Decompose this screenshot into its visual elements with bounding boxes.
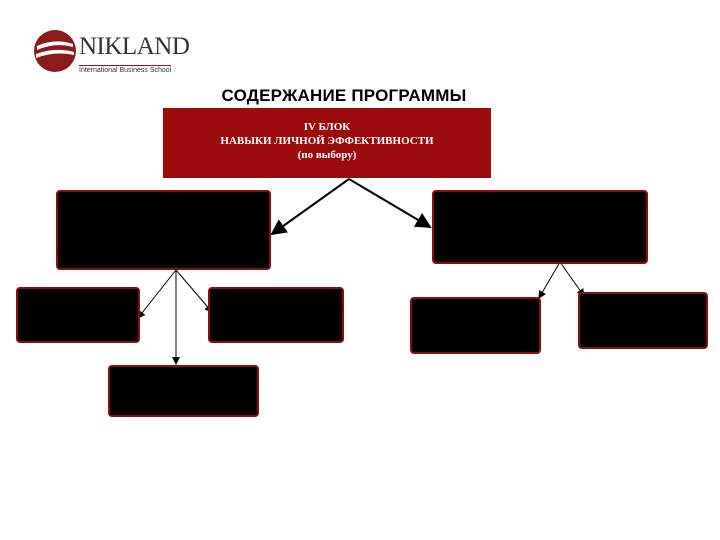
logo-underline — [79, 65, 171, 66]
right-child-2-node — [578, 292, 708, 349]
left-main-node — [56, 190, 271, 270]
left-child-3-node — [108, 365, 259, 417]
root-line-3: (по выбору) — [297, 149, 357, 161]
root-line-2: НАВЫКИ ЛИЧНОЙ ЭФФЕКТИВНОСТИ — [220, 135, 434, 147]
right-child-1-node — [410, 297, 541, 354]
arrow-root-left — [270, 178, 350, 236]
arrow-left-child-1 — [137, 269, 177, 319]
arrow-right-child-2 — [559, 261, 585, 297]
arrow-root-right — [348, 178, 432, 229]
root-line-1: IV БЛОК — [303, 121, 351, 133]
right-main-node — [432, 190, 648, 264]
arrow-right-child-1 — [538, 261, 561, 299]
arrow-left-child-2 — [175, 269, 213, 313]
left-child-1-node — [16, 287, 140, 343]
logo-subtitle: International Business School — [79, 67, 172, 74]
page-title: СОДЕРЖАНИЕ ПРОГРАММЫ — [221, 86, 467, 105]
logo-name: NIKLAND — [79, 33, 190, 60]
root-node: IV БЛОК НАВЫКИ ЛИЧНОЙ ЭФФЕКТИВНОСТИ (по … — [163, 108, 491, 178]
logo-emblem-icon — [34, 30, 76, 72]
logo: NIKLAND International Business School — [33, 27, 190, 77]
left-child-2-node — [208, 287, 344, 343]
